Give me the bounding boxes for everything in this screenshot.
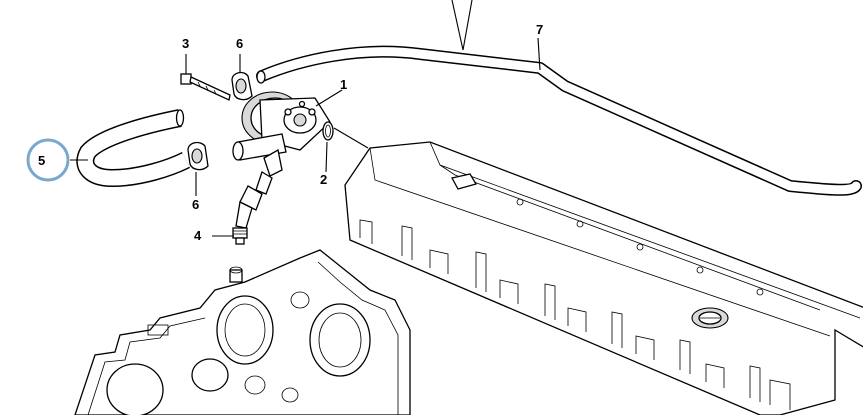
callout-2: 2 <box>320 172 327 187</box>
valve-cover <box>344 141 863 415</box>
callout-6-lower: 6 <box>192 197 199 212</box>
direction-arrow <box>451 0 473 51</box>
callout-6-upper: 6 <box>236 36 243 51</box>
return-hose-u-bend <box>76 109 191 188</box>
breather-hose-long <box>256 45 862 196</box>
highlight-circle[interactable] <box>26 138 70 182</box>
callout-7: 7 <box>536 22 543 37</box>
hose-clamp-lower <box>187 141 209 171</box>
bolt <box>180 73 231 101</box>
leader-lines <box>70 37 541 237</box>
callout-5: 5 <box>38 153 45 168</box>
oil-separator <box>232 91 331 177</box>
seal-ring <box>322 121 334 141</box>
callout-3: 3 <box>182 36 189 51</box>
drain-pipe-fitting <box>232 171 273 245</box>
hose-clamp-upper <box>231 71 253 101</box>
engine-block <box>74 249 411 415</box>
callout-1: 1 <box>340 77 347 92</box>
callout-4: 4 <box>194 228 202 243</box>
